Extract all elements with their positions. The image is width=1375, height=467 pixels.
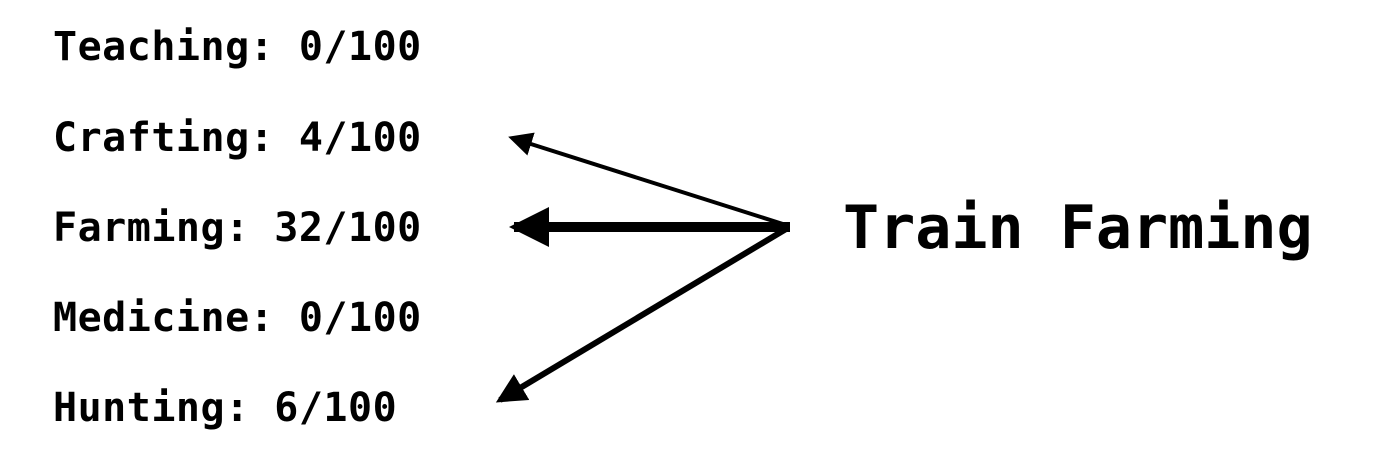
skill-crafting-separator: :	[249, 115, 299, 161]
skill-farming: Farming: 32/100	[53, 203, 422, 253]
skill-hunting: Hunting: 6/100	[53, 383, 397, 433]
arrow-to-hunting	[495, 226, 788, 403]
arrow-to-crafting	[508, 132, 787, 227]
skill-list: Teaching: 0/100 Crafting: 4/100 Farming:…	[0, 0, 500, 467]
skill-medicine: Medicine: 0/100	[53, 293, 422, 343]
skill-teaching-value: 0/100	[298, 24, 422, 70]
skill-hunting-value: 6/100	[274, 385, 398, 431]
train-farming-label: Train Farming	[843, 193, 1313, 263]
skill-medicine-name: Medicine	[53, 295, 250, 341]
skill-crafting-name: Crafting	[53, 115, 250, 161]
skill-crafting-value: 4/100	[298, 115, 422, 161]
skill-farming-name: Farming	[53, 205, 226, 251]
skill-hunting-separator: :	[225, 385, 275, 431]
skill-teaching-separator: :	[249, 24, 299, 70]
skill-teaching-name: Teaching	[53, 24, 250, 70]
skill-crafting: Crafting: 4/100	[53, 113, 422, 163]
skill-teaching: Teaching: 0/100	[53, 22, 422, 72]
skill-medicine-separator: :	[249, 295, 299, 341]
skill-farming-separator: :	[225, 205, 275, 251]
skill-farming-value: 32/100	[274, 205, 422, 251]
skill-medicine-value: 0/100	[298, 295, 422, 341]
skill-hunting-name: Hunting	[53, 385, 226, 431]
